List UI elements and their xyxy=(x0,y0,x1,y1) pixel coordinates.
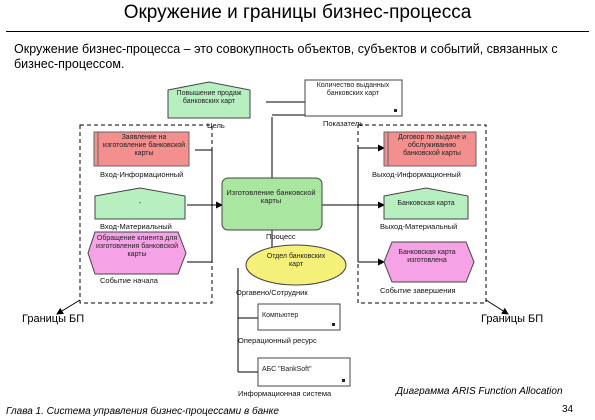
output-material-text: Банковская карта xyxy=(397,200,455,207)
output-material-shape xyxy=(383,187,469,220)
process-shape xyxy=(221,177,323,231)
page-number: 34 xyxy=(562,404,574,415)
org-shape xyxy=(245,244,347,286)
input-material-label: Вход-Материальный xyxy=(100,222,172,231)
input-info-shape xyxy=(93,131,190,167)
org-text: Отдел банковских карт xyxy=(266,253,326,268)
output-info-label: Выход-Информационный xyxy=(372,170,461,179)
boundary-left-label: Границы БП xyxy=(22,313,85,325)
start-event-text: Обращение клиента для изготовления банко… xyxy=(95,235,179,258)
indicator-label: Показатель xyxy=(323,119,364,128)
org-label: Оргавено/Сотрудник xyxy=(236,288,308,297)
input-info-text: Заявление на изготовление банковской кар… xyxy=(102,134,186,157)
start-event-shape xyxy=(87,231,187,275)
indicator-text: Количество выданных банковских карт xyxy=(316,82,390,97)
goal-shape xyxy=(167,81,251,119)
output-info-shape xyxy=(383,131,477,167)
start-event-label: Событие начала xyxy=(100,276,158,285)
input-material-shape xyxy=(94,187,186,220)
end-event-label: Событие завершения xyxy=(380,286,456,295)
process-text: Изготовление банковской карты xyxy=(226,188,316,205)
slide-title: Окружение и границы бизнес-процесса xyxy=(123,2,472,23)
infosys-shape xyxy=(257,357,351,387)
infosys-text: АБС "BankSoft" xyxy=(262,366,312,373)
resource-shape xyxy=(257,303,341,331)
goal-text: Повышение продаж банковских карт xyxy=(176,90,242,105)
end-event-text: Банковская карта изготовлена xyxy=(398,249,456,264)
footer-text: Глава 1. Система управления бизнес-проце… xyxy=(6,406,279,417)
output-info-text: Договор по выдаче и обслуживанию банковс… xyxy=(398,134,466,157)
goal-label: Цель xyxy=(207,121,225,130)
end-event-shape xyxy=(383,241,475,283)
process-label: Процесс xyxy=(266,232,296,241)
boundary-right-label: Границы БП xyxy=(481,313,544,325)
input-material-text: - xyxy=(138,200,142,207)
left-boundary-arrow xyxy=(56,299,81,315)
diagram-caption: Диаграмма ARIS Function Allocation xyxy=(396,386,563,397)
resource-text: Компьютер xyxy=(262,312,299,319)
intro-text: Окружение бизнес-процесса – это совокупн… xyxy=(14,42,558,71)
title-divider xyxy=(6,31,589,32)
right-boundary-arrow xyxy=(485,299,509,315)
output-material-label: Выход-Материальный xyxy=(380,222,458,231)
right-boundary-frame xyxy=(357,124,487,304)
infosys-label: Информационная система xyxy=(238,389,332,398)
input-info-label: Вход-Информационный xyxy=(100,170,184,179)
resource-label: Операционный ресурс xyxy=(238,336,317,345)
indicator-shape xyxy=(304,79,403,117)
